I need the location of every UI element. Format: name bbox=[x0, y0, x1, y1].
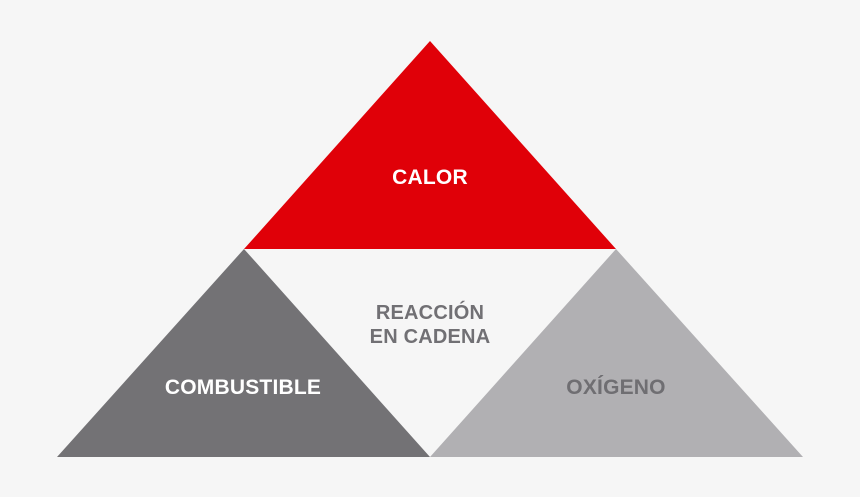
reaccion-en-cadena-triangle bbox=[244, 249, 616, 457]
oxigeno-label: OXÍGENO bbox=[566, 376, 666, 399]
combustible-label: COMBUSTIBLE bbox=[164, 376, 322, 399]
combustible-triangle bbox=[57, 249, 430, 457]
reaccion-label-line1: REACCIÓN bbox=[375, 302, 485, 324]
oxigeno-triangle bbox=[430, 249, 803, 457]
reaccion-en-cadena-label: REACCIÓN EN CADENA bbox=[370, 301, 491, 349]
reaccion-label-line2: EN CADENA bbox=[369, 326, 491, 348]
calor-triangle bbox=[244, 41, 616, 249]
calor-label: CALOR bbox=[392, 166, 468, 189]
